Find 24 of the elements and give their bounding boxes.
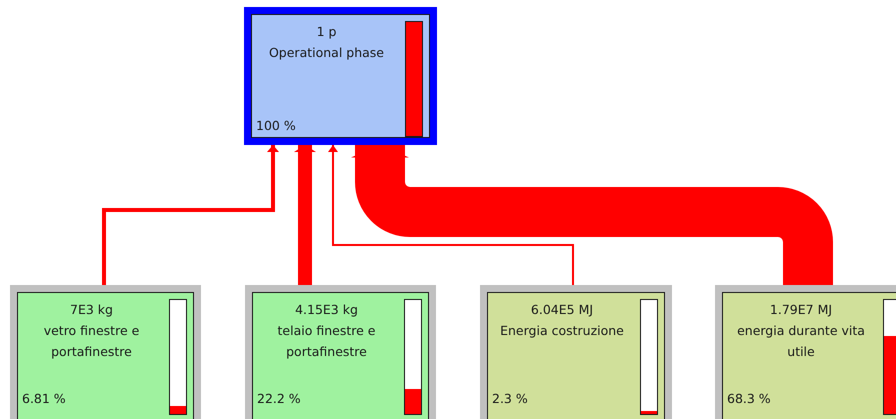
flow-arrow — [351, 145, 833, 285]
process-name: telaio finestre e portafinestre — [276, 322, 376, 361]
flow-arrow — [328, 145, 574, 285]
process-box — [10, 285, 201, 419]
process-name: Operational phase — [268, 44, 386, 62]
process-box — [715, 285, 896, 419]
percentage-text: 2.3 % — [492, 391, 528, 407]
percentage-text: 68.3 % — [727, 391, 771, 407]
amount-text: 1.79E7 MJ — [768, 301, 834, 319]
process-box — [244, 7, 437, 145]
percentage-text: 6.81 % — [22, 391, 66, 407]
flow-arrow — [102, 145, 279, 285]
process-name: Energia costruzione — [499, 322, 625, 340]
process-box — [480, 285, 672, 419]
amount-text: 1 p — [316, 23, 338, 41]
amount-text: 7E3 kg — [69, 301, 114, 319]
amount-text: 4.15E3 kg — [294, 301, 359, 319]
process-box — [245, 285, 436, 419]
flow-arrow — [294, 145, 316, 285]
percentage-text: 22.2 % — [257, 391, 301, 407]
process-name: vetro finestre e portafinestre — [42, 322, 140, 361]
process-name: energia durante vita utile — [736, 322, 866, 361]
percentage-text: 100 % — [256, 118, 296, 134]
amount-text: 6.04E5 MJ — [530, 301, 594, 319]
